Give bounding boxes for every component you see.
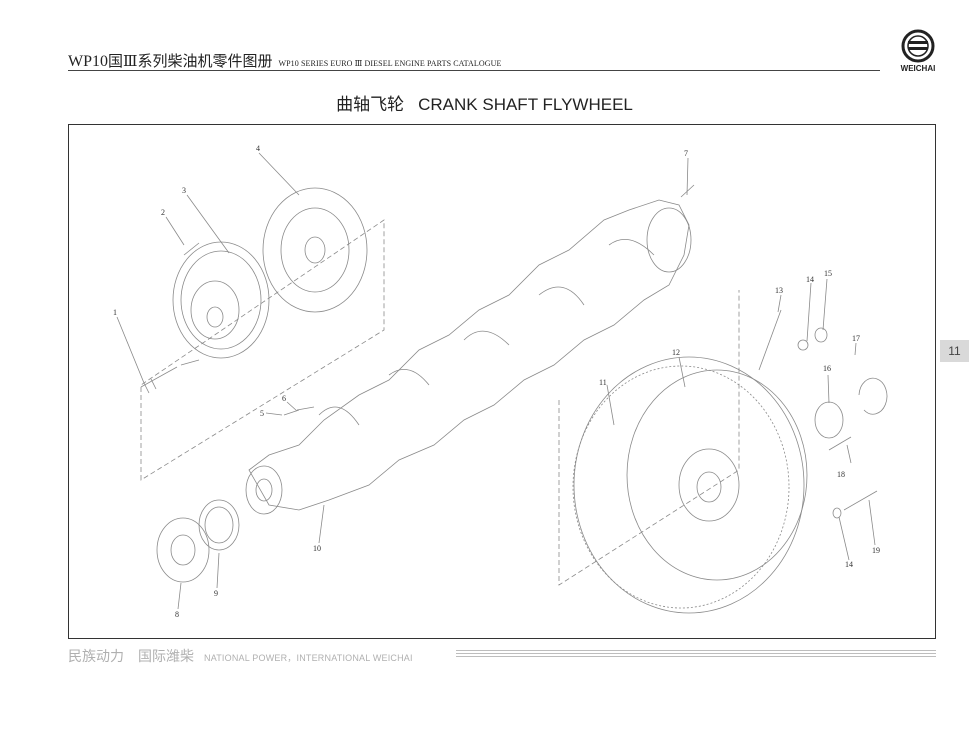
callout-14: 14: [806, 275, 814, 284]
pulley-group-boundary: [140, 219, 385, 481]
dowel-pins: [283, 406, 315, 416]
bolt-18-part: [828, 436, 852, 451]
footer-slogan-en: NATIONAL POWER，INTERNATIONAL WEICHAI: [204, 653, 413, 663]
page-title: 曲轴飞轮 CRANK SHAFT FLYWHEEL: [0, 90, 969, 115]
callout-12: 12: [672, 348, 680, 357]
callout-4: 4: [256, 144, 260, 153]
callout-1: 1: [113, 308, 117, 317]
header-rule: [68, 70, 880, 71]
bolt-19-part: [843, 490, 878, 511]
callout-11: 11: [599, 378, 607, 387]
header-title-cn: 国Ⅲ系列柴油机零件图册: [108, 52, 273, 70]
flywheel-part: [572, 356, 808, 614]
washer-14-part: [832, 507, 842, 519]
gear-ring-part: [198, 499, 240, 551]
callout-14b: 14: [845, 560, 853, 569]
header-title-en: WP10 SERIES EURO Ⅲ DIESEL ENGINE PARTS C…: [278, 59, 502, 68]
exploded-view-drawing: 1 2 3 4 5 6 7 8 9 10 11 12 13 14 15 17 1…: [68, 124, 936, 639]
damper-part: [262, 187, 368, 313]
weichai-logo-icon: [901, 29, 935, 63]
callout-3: 3: [182, 186, 186, 195]
crankshaft-flywheel-diagram: 1 2 3 4 5 6 7 8 9 10 11 12 13 14 15 17 1…: [113, 144, 888, 619]
footer-slogan: 民族动力 国际潍柴 NATIONAL POWER，INTERNATIONAL WE…: [68, 646, 413, 666]
callout-10: 10: [313, 544, 321, 553]
callout-18: 18: [837, 470, 845, 479]
footer-slogan-cn: 民族动力 国际潍柴: [68, 649, 194, 665]
callout-16: 16: [823, 364, 831, 373]
crankshaft-part: [245, 199, 692, 515]
nut-part: [814, 327, 828, 343]
washer-part: [797, 339, 809, 351]
header-title-prefix: WP10: [68, 53, 108, 70]
pulley-part: [172, 241, 270, 366]
callout-17: 17: [852, 334, 860, 343]
callout-8: 8: [175, 610, 179, 619]
page-title-cn: 曲轴飞轮: [336, 95, 405, 115]
snap-ring-part: [858, 377, 888, 415]
logo-text: WEICHAI: [900, 64, 936, 73]
callout-13: 13: [775, 286, 783, 295]
timing-gear-part: [156, 517, 210, 583]
callout-6: 6: [282, 394, 286, 403]
bolt-part: [140, 366, 178, 394]
footer-decorative-lines: [456, 650, 936, 660]
page-title-en: CRANK SHAFT FLYWHEEL: [418, 95, 633, 114]
page-number-tab: 11: [940, 340, 969, 362]
flywheel-group-boundary: [558, 290, 740, 586]
bearing-part: [814, 401, 844, 439]
part-callouts: 1 2 3 4 5 6 7 8 9 10 11 12 13 14 15 17 1…: [113, 144, 880, 619]
callout-19: 19: [872, 546, 880, 555]
callout-5: 5: [260, 409, 264, 418]
callout-7: 7: [684, 149, 688, 158]
callout-2: 2: [161, 208, 165, 217]
callout-9: 9: [214, 589, 218, 598]
stud-part: [758, 309, 782, 371]
callout-15: 15: [824, 269, 832, 278]
catalogue-header-title: WP10国Ⅲ系列柴油机零件图册 WP10 SERIES EURO Ⅲ DIESEL…: [68, 50, 502, 71]
